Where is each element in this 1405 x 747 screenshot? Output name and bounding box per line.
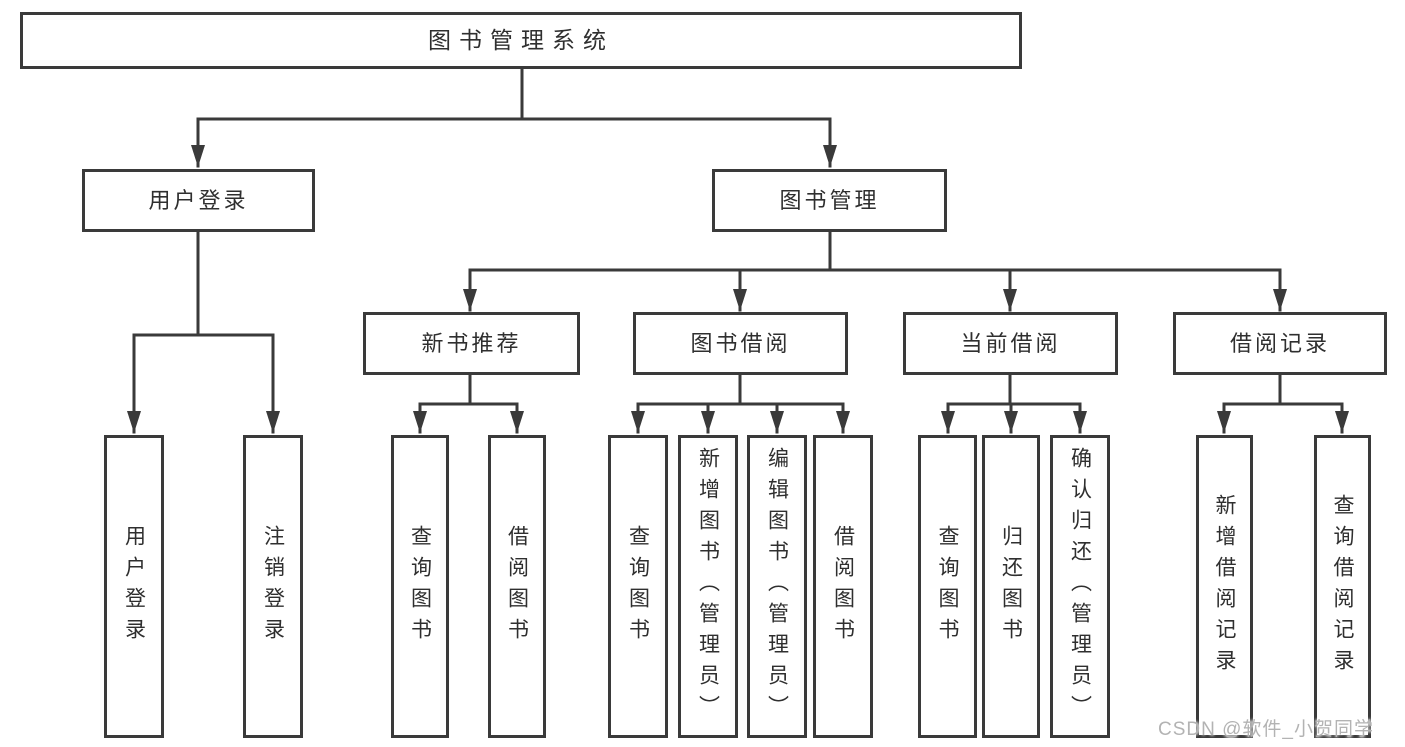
leaf-logout: 注销登录 bbox=[243, 435, 303, 738]
leaf-user-login-label: 用户登录 bbox=[122, 524, 146, 649]
leaf-query-books-3: 查询图书 bbox=[918, 435, 977, 738]
leaf-add-borrow-record-label: 新增借阅记录 bbox=[1213, 493, 1236, 680]
leaf-borrow-books-2: 借阅图书 bbox=[813, 435, 873, 738]
leaf-confirm-return-admin-label: 确认归还（管理员） bbox=[1068, 447, 1092, 726]
leaf-borrow-books-1: 借阅图书 bbox=[488, 435, 546, 738]
leaf-add-book-admin: 新增图书（管理员） bbox=[678, 435, 738, 738]
leaf-query-borrow-record: 查询借阅记录 bbox=[1314, 435, 1371, 738]
leaf-edit-book-admin: 编辑图书（管理员） bbox=[747, 435, 807, 738]
leaf-return-book: 归还图书 bbox=[982, 435, 1040, 738]
leaf-query-books-2-label: 查询图书 bbox=[626, 524, 650, 649]
node-borrow-records: 借阅记录 bbox=[1173, 312, 1387, 375]
node-book-management-label: 图书管理 bbox=[779, 187, 880, 213]
node-borrow-records-label: 借阅记录 bbox=[1229, 330, 1330, 356]
leaf-edit-book-admin-label: 编辑图书（管理员） bbox=[765, 447, 789, 726]
leaf-user-login: 用户登录 bbox=[104, 435, 164, 738]
leaf-return-book-label: 归还图书 bbox=[999, 524, 1023, 649]
node-user-login: 用户登录 bbox=[82, 169, 315, 232]
node-current-borrow: 当前借阅 bbox=[903, 312, 1118, 375]
leaf-query-books-2: 查询图书 bbox=[608, 435, 668, 738]
leaf-query-books-1: 查询图书 bbox=[391, 435, 449, 738]
node-user-login-label: 用户登录 bbox=[148, 187, 249, 213]
csdn-watermark: CSDN @软件_小贺同学 bbox=[1158, 719, 1374, 740]
leaf-borrow-books-2-label: 借阅图书 bbox=[831, 524, 855, 649]
leaf-borrow-books-1-label: 借阅图书 bbox=[505, 524, 529, 649]
leaf-confirm-return-admin: 确认归还（管理员） bbox=[1050, 435, 1110, 738]
node-book-borrow-label: 图书借阅 bbox=[690, 330, 791, 356]
leaf-add-book-admin-label: 新增图书（管理员） bbox=[696, 447, 720, 726]
node-book-borrow: 图书借阅 bbox=[633, 312, 848, 375]
node-library-system: 图书管理系统 bbox=[20, 12, 1022, 69]
node-library-system-label: 图书管理系统 bbox=[428, 27, 614, 53]
leaf-query-books-3-label: 查询图书 bbox=[936, 524, 959, 649]
node-new-book-recommend: 新书推荐 bbox=[363, 312, 580, 375]
leaf-add-borrow-record: 新增借阅记录 bbox=[1196, 435, 1253, 738]
node-new-book-recommend-label: 新书推荐 bbox=[421, 330, 522, 356]
leaf-query-borrow-record-label: 查询借阅记录 bbox=[1331, 493, 1354, 680]
leaf-logout-label: 注销登录 bbox=[261, 524, 285, 649]
node-book-management: 图书管理 bbox=[712, 169, 947, 232]
leaf-query-books-1-label: 查询图书 bbox=[408, 524, 432, 649]
node-current-borrow-label: 当前借阅 bbox=[960, 330, 1061, 356]
